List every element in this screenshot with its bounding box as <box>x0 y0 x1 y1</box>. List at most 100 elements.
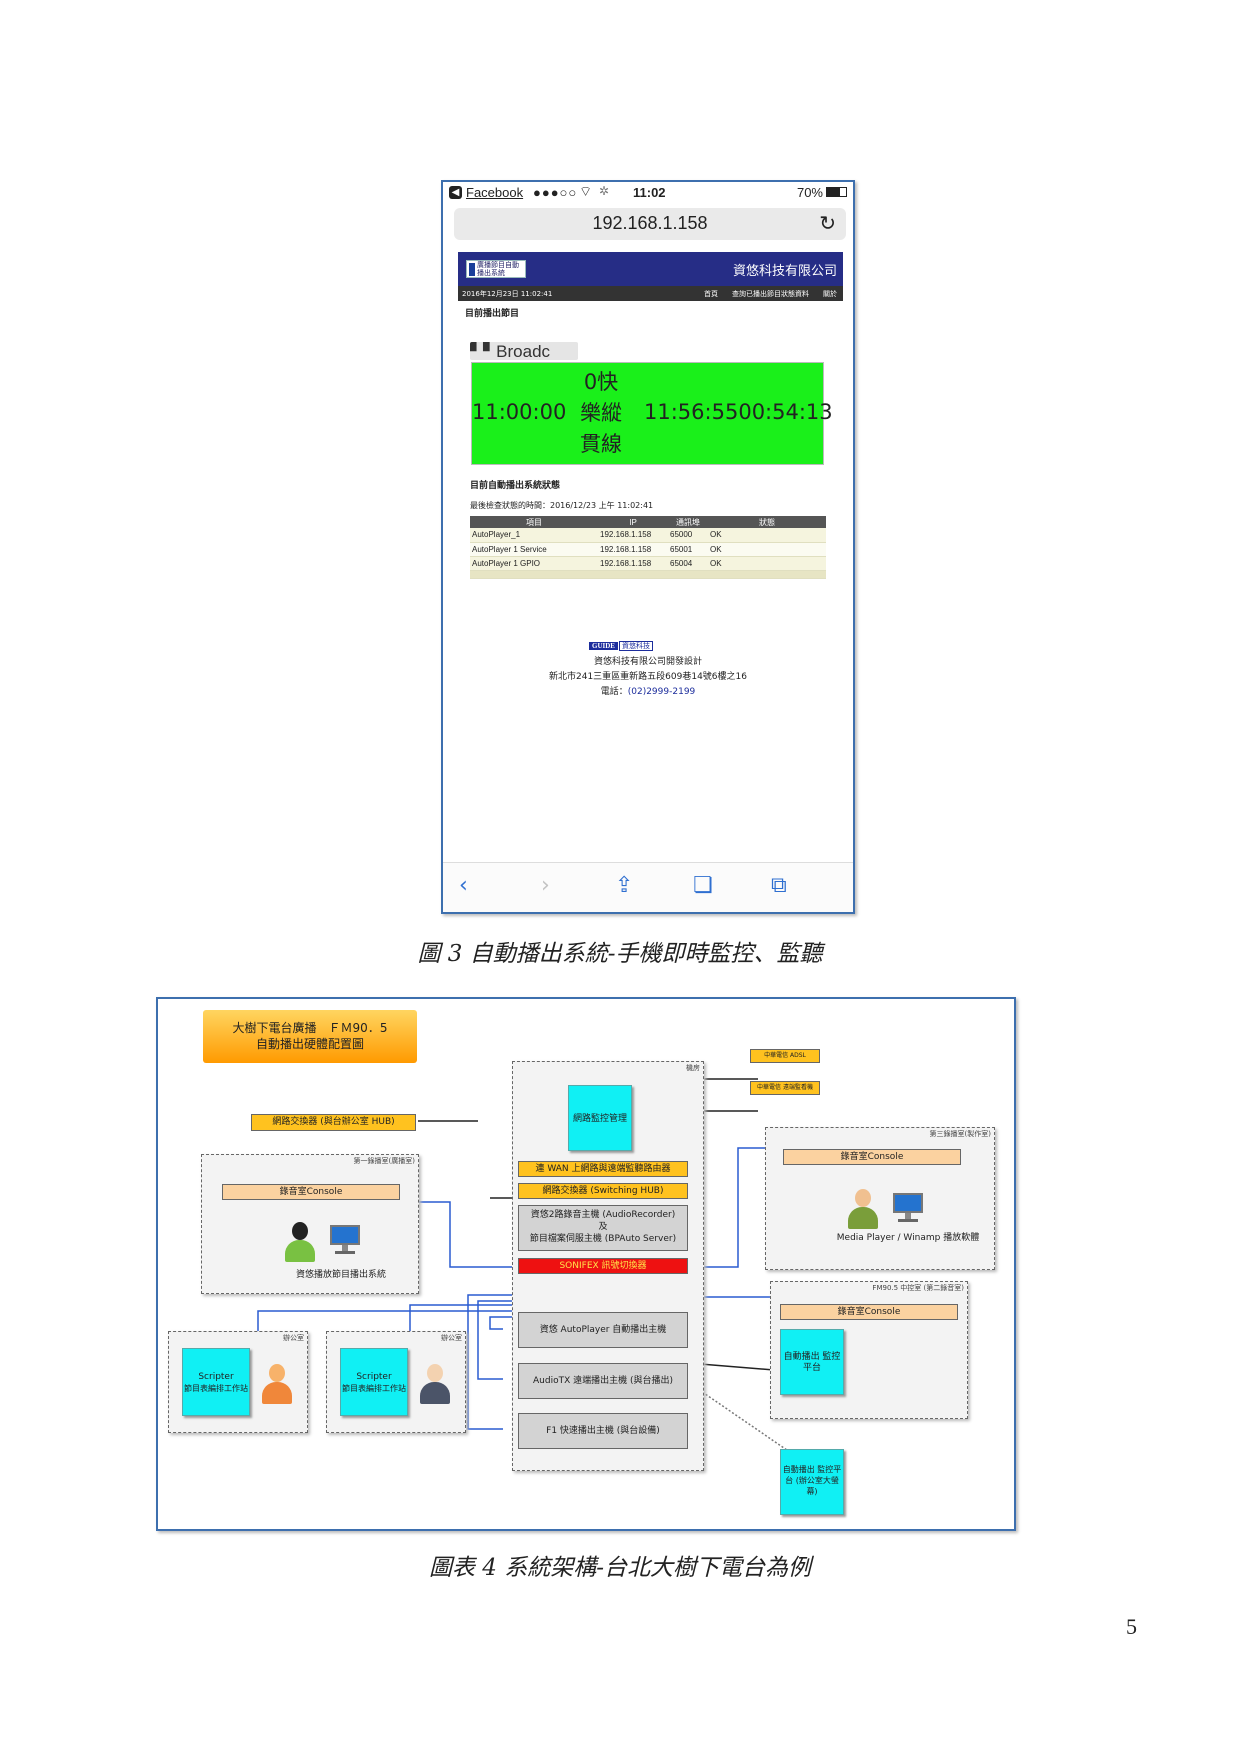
table-row: AutoPlayer_1 192.168.1.158 65000 OK <box>470 528 826 543</box>
remote-monitor-box: 中華電信 遠端監看機 <box>750 1081 820 1095</box>
sonifex-box: SONIFEX 訊號切換器 <box>518 1258 688 1274</box>
now-playing-box: 11:00:00 0快樂縱貫線 11:56:5500:54:13 <box>471 362 833 465</box>
back-icon[interactable]: ‹ <box>459 873 468 898</box>
nav-link-home[interactable]: 首頁 <box>704 290 718 298</box>
back-to-app[interactable]: ◀ Facebook <box>449 185 523 200</box>
table-row: AutoPlayer 1 Service 192.168.1.158 65001… <box>470 542 826 557</box>
back-app-label: Facebook <box>466 185 524 200</box>
phone-link[interactable]: (02)2999-2199 <box>627 687 696 697</box>
wan-router-box: 連 WAN 上網路與遠端監聽路由器 <box>518 1161 688 1177</box>
bookmarks-icon[interactable]: ❏ <box>693 873 713 898</box>
recorder-server-box: 資悠2路錄音主機 (AudioRecorder) 及 節目檔案伺服主機 (BPA… <box>518 1205 688 1251</box>
studio3-console: 錄音室Console <box>783 1149 961 1165</box>
phone-screenshot: ◀ Facebook ●●●○○ ⌔ ✲ 11:02 70% 192.168.1… <box>441 180 855 914</box>
diagram-title-line-1: 大樹下電台廣播 ＦＭ90．5 <box>232 1021 388 1035</box>
footer-line-2: 新北市241三重區重新路五段609巷14號6樓之16 <box>549 672 747 682</box>
auto-monitor-1-box: 自動播出 監控平台 <box>780 1329 844 1395</box>
person-icon <box>420 1364 450 1406</box>
computer-icon <box>330 1225 360 1255</box>
auto-monitor-2-box: 自動播出 監控平台 (辦公室大螢幕) <box>780 1449 844 1515</box>
autoplayer-box: 資悠 AutoPlayer 自動播出主機 <box>518 1312 688 1348</box>
program-end-remaining: 11:56:5500:54:13 <box>644 400 833 424</box>
reload-icon[interactable]: ↻ <box>819 213 836 235</box>
cell-item: AutoPlayer 1 GPIO <box>470 556 598 571</box>
tabs-icon[interactable]: ⧉ <box>771 873 787 898</box>
table-row: AutoPlayer 1 GPIO 192.168.1.158 65004 OK <box>470 556 826 571</box>
machine-room-label: 機房 <box>686 1064 700 1072</box>
footer-line-1: 資悠科技有限公司開發設計 <box>593 657 702 667</box>
person-icon <box>285 1222 315 1264</box>
studio1-room: 第一錄播室(廣播室) <box>201 1154 419 1294</box>
program-start-time: 11:00:00 <box>472 400 567 424</box>
scripter1-title: Scripter <box>198 1372 234 1382</box>
cell-status: OK <box>708 556 826 571</box>
f1-box: F1 快速播出主機 (與台設備) <box>518 1413 688 1449</box>
nav-link-history[interactable]: 查詢已播出節目狀態資料 <box>732 290 809 298</box>
cell-ip: 192.168.1.158 <box>598 556 668 571</box>
cell-port: 65000 <box>668 528 708 543</box>
person-icon <box>848 1189 878 1231</box>
cell-status: OK <box>708 528 826 543</box>
col-ip: IP <box>598 516 668 528</box>
table-header-row: 項目 IP 通訊埠 狀態 <box>470 516 826 528</box>
player-tab[interactable]: ▘▘Broadc <box>470 342 578 360</box>
scripter2-box: Scripter 節目表編排工作站 <box>340 1348 408 1416</box>
cell-port: 65004 <box>668 556 708 571</box>
company-name: 資悠科技有限公司 <box>732 264 837 279</box>
url-text: 192.168.1.158 <box>592 213 708 233</box>
system-status-table: 項目 IP 通訊埠 狀態 AutoPlayer_1 192.168.1.158 … <box>470 516 826 579</box>
studio3-line <box>690 1147 770 1268</box>
figure-4-caption: 圖表 4 系統架構-台北大樹下電台為例 <box>428 1555 812 1581</box>
figure-3-caption: 圖 3 自動播出系統-手機即時監控、監聽 <box>417 941 823 967</box>
architecture-diagram: 大樹下電台廣播 ＦＭ90．5 自動播出硬體配置圖 中華電信 ADSL 中華電信 … <box>156 997 1016 1531</box>
fm905-console: 錄音室Console <box>780 1304 958 1320</box>
computer-icon <box>893 1193 923 1223</box>
fm905-label: FM90.5 中控室 (第二錄音室) <box>872 1284 964 1292</box>
monitor-center-box: 網路監控管理 <box>568 1085 632 1151</box>
recorder-and-label: 及 <box>598 1222 608 1232</box>
page-number: 5 <box>1126 1614 1137 1639</box>
diagram-title: 大樹下電台廣播 ＦＭ90．5 自動播出硬體配置圖 <box>203 1010 417 1063</box>
nav-date: 2016年12月23日 11:02:41 <box>462 290 553 298</box>
scripter2-desc: 節目表編排工作站 <box>342 1384 406 1393</box>
forward-icon[interactable]: › <box>541 873 550 898</box>
person-icon <box>262 1364 292 1406</box>
studio3-desc: Media Player / Winamp 播放軟體 <box>836 1233 980 1243</box>
cell-ip: 192.168.1.158 <box>598 528 668 543</box>
last-check-time: 最後檢查狀態的時間：2016/12/23 上午 11:02:41 <box>470 501 654 510</box>
cell-port: 65001 <box>668 542 708 557</box>
col-item: 項目 <box>470 516 598 528</box>
system-status-heading: 目前自動播出系統狀態 <box>470 481 561 491</box>
back-arrow-icon: ◀ <box>449 186 462 199</box>
program-title: 0快樂縱貫線 <box>580 370 622 456</box>
ios-status-bar: ◀ Facebook ●●●○○ ⌔ ✲ 11:02 70% <box>443 182 853 204</box>
cell-item: AutoPlayer 1 Service <box>470 542 598 557</box>
scripter1-box: Scripter 節目表編排工作站 <box>182 1348 250 1416</box>
activity-icon: ✲ <box>599 184 610 198</box>
site-header: 廣播節目自動播出系統 資悠科技有限公司 <box>458 252 843 286</box>
recorder-label: 資悠2路錄音主機 (AudioRecorder) <box>530 1210 676 1220</box>
bpauto-label: 節目檔案伺服主機 (BPAuto Server) <box>529 1234 677 1244</box>
switching-hub-box: 網路交換器 (Switching HUB) <box>518 1183 688 1199</box>
scripter1-desc: 節目表編排工作站 <box>184 1384 248 1393</box>
col-port: 通訊埠 <box>668 516 708 528</box>
col-status: 狀態 <box>708 516 826 528</box>
site-logo[interactable]: 廣播節目自動播出系統 <box>466 260 526 278</box>
table-footer-row <box>470 570 826 579</box>
battery-icon <box>826 187 847 197</box>
signal-strength: ●●●○○ <box>533 185 578 200</box>
diagram-title-line-2: 自動播出硬體配置圖 <box>255 1037 364 1051</box>
share-icon[interactable]: ⇪ <box>615 873 634 898</box>
nav-link-about[interactable]: 關於 <box>823 290 837 298</box>
studio1-label: 第一錄播室(廣播室) <box>353 1157 415 1165</box>
adsl-box: 中華電信 ADSL <box>750 1049 820 1063</box>
address-bar[interactable]: 192.168.1.158 ↻ <box>454 208 846 240</box>
studio3-label: 第三錄播室(製作室) <box>929 1130 991 1138</box>
status-time: 11:02 <box>633 185 666 200</box>
office-hub-box: 網路交換器 (與台辦公室 HUB) <box>251 1114 416 1131</box>
monitor-line-1 <box>687 1362 787 1372</box>
office1-label: 辦公室 <box>283 1334 304 1342</box>
cell-ip: 192.168.1.158 <box>598 542 668 557</box>
safari-toolbar: ‹ › ⇪ ❏ ⧉ <box>443 862 853 912</box>
